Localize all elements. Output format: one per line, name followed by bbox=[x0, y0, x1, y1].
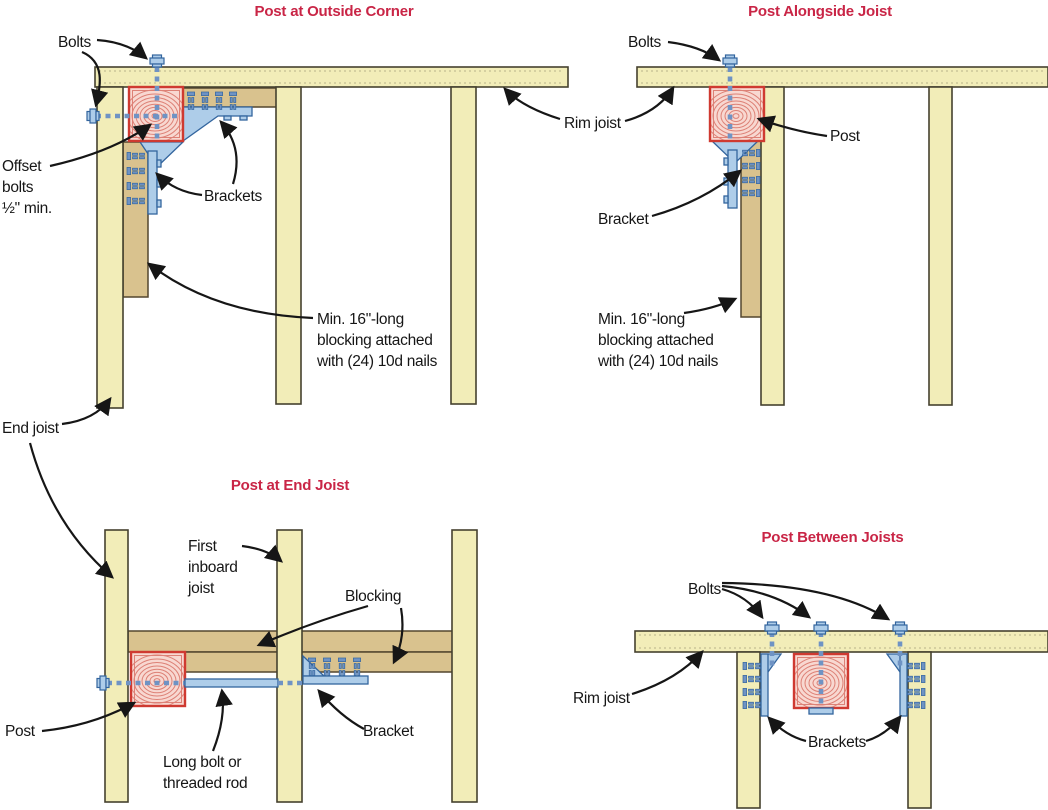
bl-joist-3 bbox=[451, 529, 478, 803]
label-line: with (24) 10d nails bbox=[317, 353, 438, 370]
br-bolts bbox=[764, 621, 908, 706]
label-tr-blocking-note: Min. 16"-long blocking attached with (24… bbox=[598, 309, 718, 372]
label-br-brackets: Brackets bbox=[808, 734, 866, 751]
label-line: bolts bbox=[2, 179, 34, 196]
label-tl-offset-bolts: Offset bolts ½" min. bbox=[2, 156, 52, 219]
bl-end-joist bbox=[104, 529, 129, 803]
label-line: Offset bbox=[2, 158, 42, 175]
label-bl-post: Post bbox=[5, 723, 35, 740]
label-line: blocking attached bbox=[317, 332, 433, 349]
label-line: Long bolt or bbox=[163, 754, 242, 771]
label-br-rim-joist: Rim joist bbox=[573, 690, 630, 707]
label-rim-joist-top: Rim joist bbox=[564, 115, 621, 132]
tl-top-bolt bbox=[149, 54, 165, 140]
label-bl-long-bolt: Long bolt or threaded rod bbox=[163, 752, 248, 794]
label-line: First bbox=[188, 538, 217, 555]
callout-arrows bbox=[28, 38, 902, 752]
panel-post-alongside-joist bbox=[636, 54, 1048, 406]
title-post-at-end-joist: Post at End Joist bbox=[230, 477, 350, 494]
label-line: threaded rod bbox=[163, 775, 248, 792]
br-rim-joist bbox=[634, 630, 1048, 653]
label-tl-bolts: Bolts bbox=[58, 34, 91, 51]
panel-post-at-end-joist bbox=[96, 529, 478, 803]
label-tl-blocking-note: Min. 16"-long blocking attached with (24… bbox=[317, 309, 437, 372]
bl-bracket bbox=[302, 654, 369, 685]
label-bl-blocking: Blocking bbox=[345, 588, 402, 605]
label-end-joist: End joist bbox=[2, 420, 59, 437]
tl-joist-2 bbox=[275, 86, 302, 405]
bl-long-bolt bbox=[96, 675, 303, 691]
label-line: Min. 16"-long bbox=[317, 311, 404, 328]
title-post-alongside-joist: Post Alongside Joist bbox=[748, 3, 892, 20]
tl-offset-bolt bbox=[86, 108, 181, 124]
tl-end-joist bbox=[96, 86, 124, 409]
br-joist-right bbox=[907, 651, 932, 809]
label-line: joist bbox=[188, 580, 215, 597]
title-post-at-outside-corner: Post at Outside Corner bbox=[254, 3, 414, 20]
label-line: blocking attached bbox=[598, 332, 714, 349]
label-line: ½" min. bbox=[2, 200, 52, 217]
bl-post bbox=[126, 652, 188, 707]
tr-rim-joist bbox=[636, 66, 1048, 88]
label-tl-brackets: Brackets bbox=[204, 188, 262, 205]
bl-first-inboard-joist bbox=[276, 529, 303, 803]
label-bl-first-inboard-joist: First inboard joist bbox=[188, 536, 238, 599]
label-br-bolts: Bolts bbox=[688, 581, 721, 598]
label-line: Min. 16"-long bbox=[598, 311, 685, 328]
label-bl-bracket: Bracket bbox=[363, 723, 414, 740]
label-tr-post: Post bbox=[830, 128, 860, 145]
tr-post bbox=[705, 87, 767, 142]
title-post-between-joists: Post Between Joists bbox=[761, 529, 904, 546]
label-line: with (24) 10d nails bbox=[598, 353, 719, 370]
br-joist-left bbox=[736, 651, 761, 809]
br-bracket-right bbox=[885, 653, 926, 717]
bl-blocking-lower bbox=[184, 651, 454, 673]
label-line: inboard bbox=[188, 559, 238, 576]
panel-post-between-joists bbox=[634, 621, 1048, 809]
tl-joist-3 bbox=[450, 86, 477, 405]
label-tr-bolts: Bolts bbox=[628, 34, 661, 51]
tr-joist-2 bbox=[928, 86, 953, 406]
tr-top-bolt bbox=[722, 54, 738, 139]
tr-joist-1 bbox=[760, 86, 785, 406]
tl-rim-joist bbox=[94, 66, 569, 88]
br-post bbox=[789, 654, 851, 715]
tl-blocking-vertical bbox=[122, 141, 149, 298]
panel-post-at-outside-corner bbox=[86, 54, 569, 409]
label-tr-bracket: Bracket bbox=[598, 211, 649, 228]
